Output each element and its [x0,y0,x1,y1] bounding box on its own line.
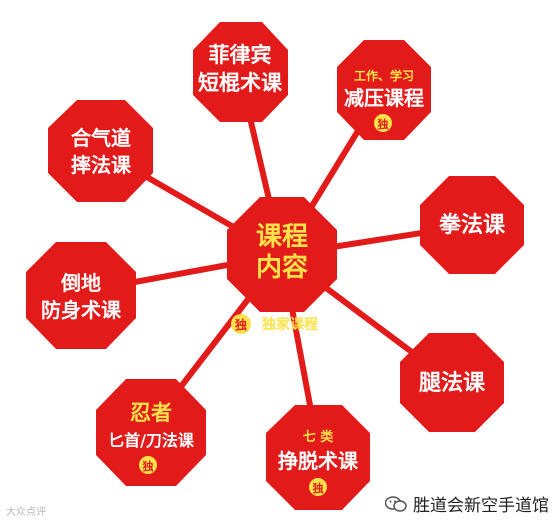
node-ninja-badge-circle [139,456,157,474]
node-escape-small: 七 类 [303,429,335,445]
node-philippine-stick: 菲律宾 短棍术课 [193,22,288,122]
node-ground-line-2: 防身术课 [41,298,122,322]
node-stress-relief: 工作、学习 减压课程 独 [337,40,431,140]
center-octagon [227,197,337,312]
node-ninja-title: 忍者 [130,401,172,425]
node-kick-line-1: 腿法课 [419,371,486,396]
center-badge-label: 独家课程 [262,316,318,333]
node-stress-small: 工作、学习 [354,68,414,83]
node-punch: 拳法课 [420,176,524,274]
octagon-ground [26,242,136,349]
center-node: 课程 内容 独 独家课程 [227,197,337,334]
node-aikido: 合气道 摔法课 [48,100,153,202]
node-escape-line-1: 挣脱术课 [278,449,359,473]
octagon-philippine-stick [193,22,288,122]
watermark: 大众点评 [6,503,46,518]
node-philippine-line-1: 菲律宾 [209,43,272,67]
node-stress-badge: 独 [377,117,389,131]
node-kick: 腿法课 [400,333,504,432]
octagon-aikido [48,100,153,202]
node-escape-badge-circle [309,478,327,496]
node-philippine-line-2: 短棍术课 [198,71,283,95]
octagon-punch [420,176,524,274]
center-title-line-1: 课程 [256,222,308,252]
node-stress-line-1: 减压课程 [344,86,424,110]
node-aikido-line-1: 合气道 [71,126,131,150]
node-ninja-badge: 独 [142,459,154,473]
node-aikido-line-2: 摔法课 [71,153,132,177]
center-title-line-2: 内容 [256,252,308,283]
node-escape-badge: 独 [312,481,324,495]
node-ninja-line-1: 匕首/刀法课 [108,431,195,450]
brand-name: 胜道会新空手道馆 [413,496,549,516]
node-ground: 倒地 防身术课 [26,242,136,349]
node-escape: 七 类 挣脱术课 独 [266,405,370,510]
center-badge-circle [231,314,251,334]
node-ground-line-1: 倒地 [60,271,101,295]
octagon-kick [400,333,504,432]
wechat-icon [385,495,407,512]
center-badge-text: 独 [234,317,247,332]
octagon-escape [266,405,370,510]
octagon-stress-relief [337,40,431,140]
node-punch-line-1: 拳法课 [438,212,506,238]
octagon-ninja [96,379,206,486]
node-ninja: 忍者 匕首/刀法课 独 [96,379,206,486]
node-stress-badge-circle [374,114,392,132]
watermark-text: 大众点评 [6,507,46,518]
brand: 胜道会新空手道馆 [385,491,549,516]
